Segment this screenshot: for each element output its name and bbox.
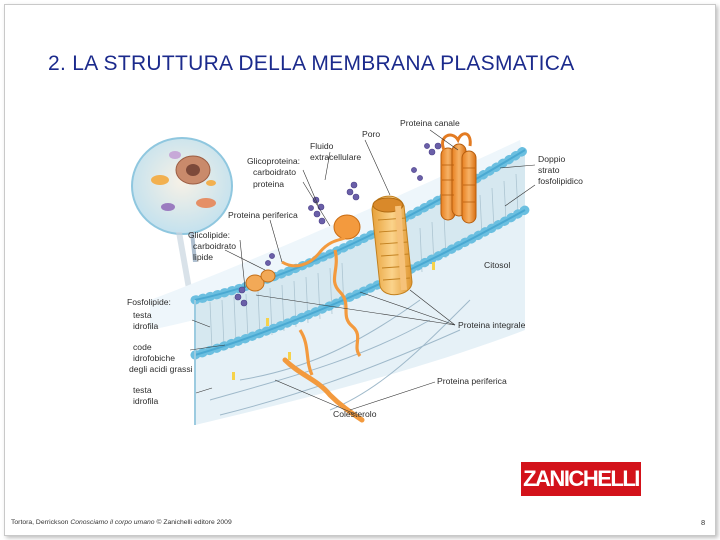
label-extracellular-fluid-1: Fluido (310, 141, 334, 151)
small-protein (245, 274, 265, 292)
integral-protein-chain (298, 249, 362, 376)
label-tails-1: code (133, 342, 152, 352)
label-extracellular-fluid-2: extracellulare (310, 152, 361, 162)
leader-lines (189, 129, 536, 415)
cholesterol-molecules (232, 262, 435, 380)
label-peripheral-protein-bottom: Proteina periferica (437, 376, 507, 386)
label-tails-3: degli acidi grassi (129, 364, 193, 374)
cytoskeleton-filaments (209, 299, 471, 416)
label-glycolipid-3: lipide (193, 252, 213, 262)
label-tails-2: idrofobiche (133, 353, 175, 363)
label-head-1a: testa (133, 310, 152, 320)
label-channel-protein: Proteina canale (400, 118, 460, 128)
label-glycoprotein-2: carboidrato (253, 167, 296, 177)
label-phospholipid: Fosfolipide: (127, 297, 171, 307)
pore-protein (371, 195, 413, 296)
label-bilayer-3: fosfolipidico (538, 176, 583, 186)
zanichelli-logo: ZANICHELLI (521, 462, 641, 496)
footer-publisher: © Zanichelli editore 2009 (156, 519, 232, 526)
label-integral-protein: Proteina integrale (458, 320, 526, 330)
label-pore: Poro (362, 129, 380, 139)
footer-book-title: Conosciamo il corpo umano (70, 519, 155, 526)
small-protein (260, 269, 276, 283)
label-cholesterol: Colesterolo (333, 409, 377, 419)
label-head-2b: idrofila (133, 396, 159, 406)
label-glycolipid-2: carboidrato (193, 241, 236, 251)
label-glycolipid-1: Glicolipide: (188, 230, 230, 240)
label-glycoprotein-1: Glicoproteina: (247, 156, 300, 166)
label-bilayer-1: Doppio (538, 154, 565, 164)
label-head-1b: idrofila (133, 321, 159, 331)
cell-inset (131, 137, 233, 300)
footer-credit: Tortora, Derrickson Conosciamo il corpo … (11, 519, 232, 526)
channel-protein (440, 132, 477, 224)
slide-title: 2. LA STRUTTURA DELLA MEMBRANA PLASMATIC… (48, 52, 575, 75)
carbohydrate-chains (234, 142, 442, 307)
peripheral-protein-top (281, 214, 361, 268)
page-number: 8 (701, 518, 706, 527)
footer-authors: Tortora, Derrickson (11, 519, 69, 526)
label-cytosol: Citosol (484, 260, 510, 270)
label-glycoprotein-3: proteina (253, 179, 284, 189)
peripheral-protein-bottom (282, 357, 365, 423)
label-head-2a: testa (133, 385, 152, 395)
label-peripheral-protein-top: Proteina periferica (228, 210, 298, 220)
label-bilayer-2: strato (538, 165, 560, 175)
